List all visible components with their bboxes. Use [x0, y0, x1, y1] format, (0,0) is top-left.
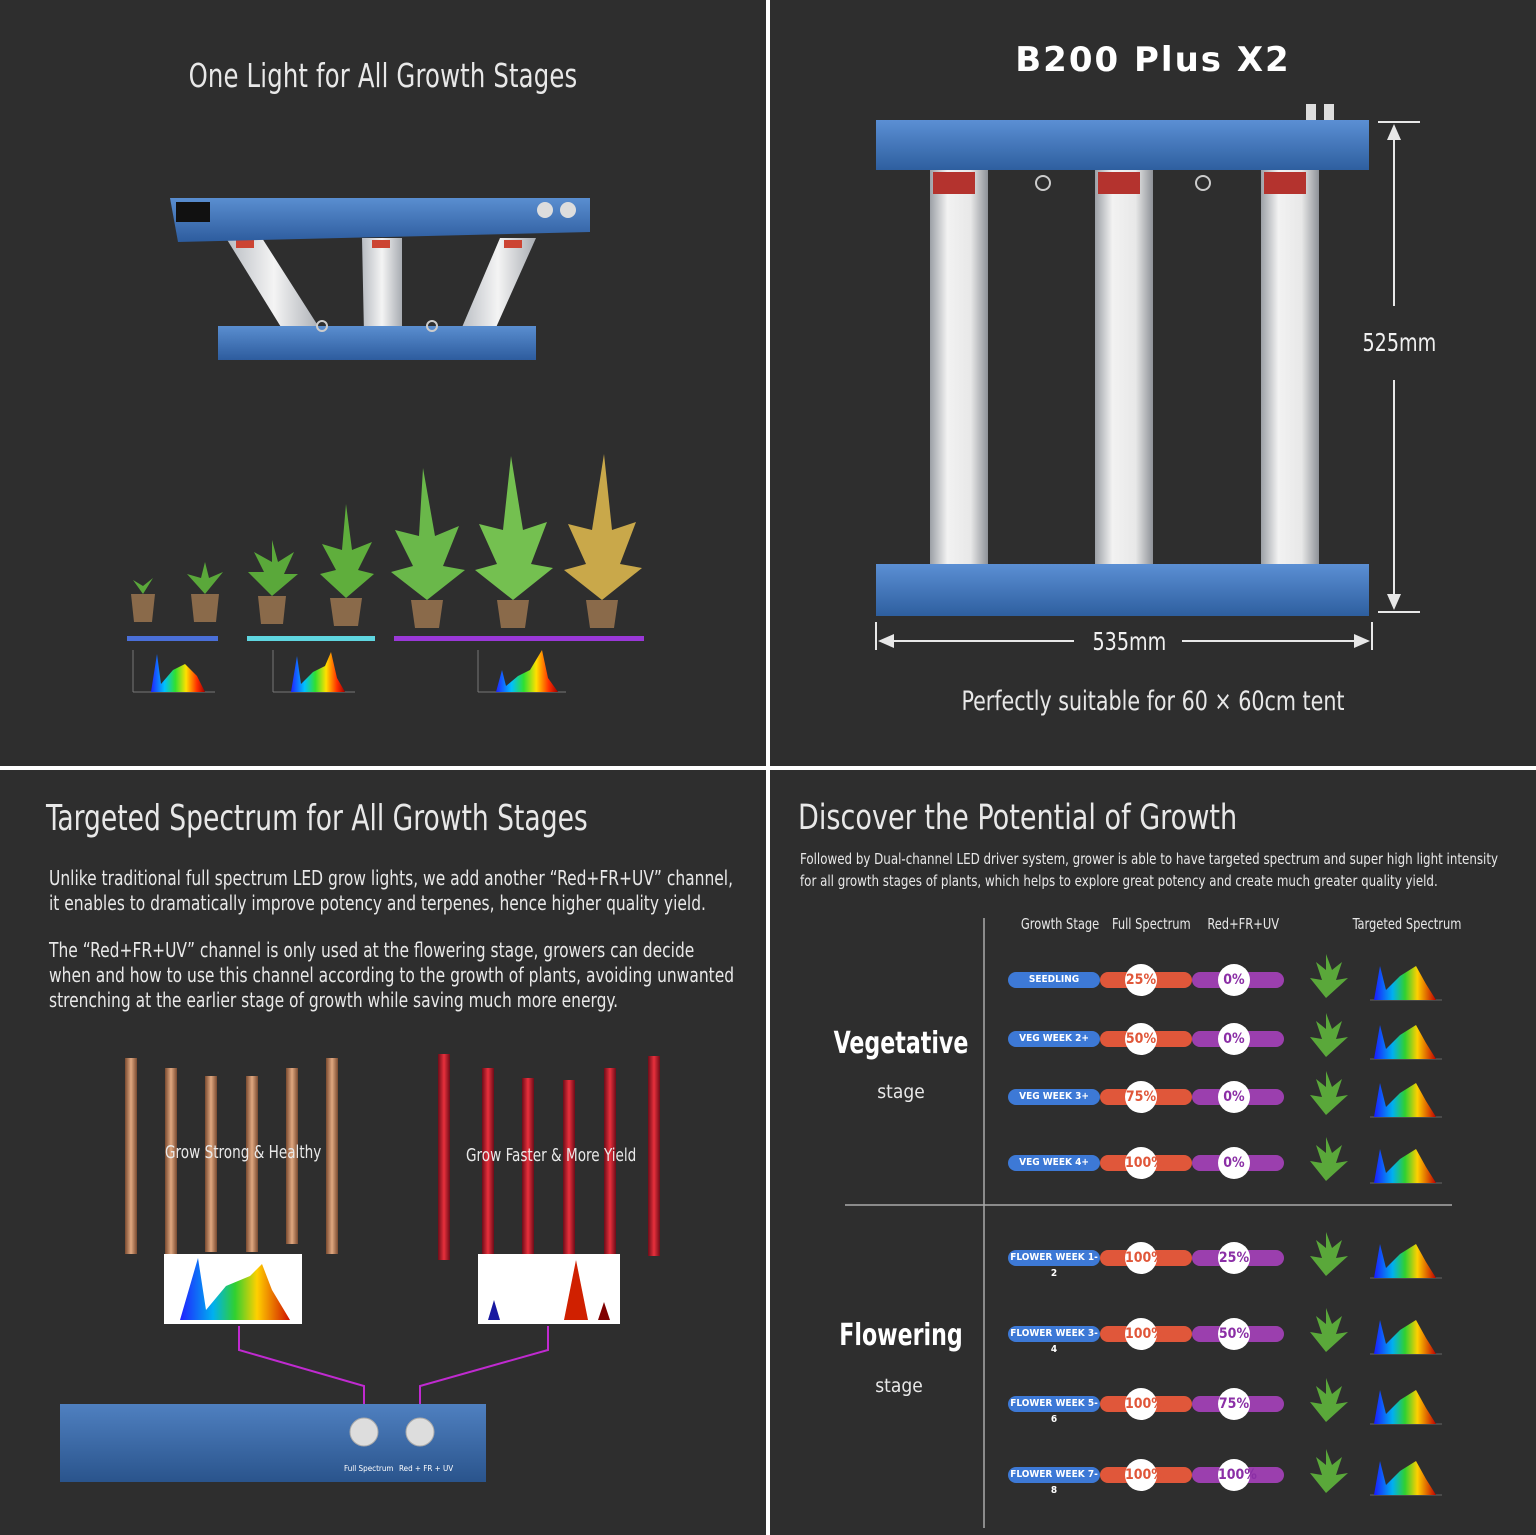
stage-pill: FLOWER WEEK 1-2 — [1008, 1250, 1100, 1279]
red-spectrum-light-bars — [438, 1054, 660, 1264]
label-grow-faster: Grow Faster & More Yield — [466, 1145, 637, 1166]
red-fr-uv-value: 25% — [1218, 1242, 1250, 1274]
panel4-intro-line1: Followed by Dual-channel LED driver syst… — [800, 850, 1499, 868]
plant-stages — [131, 454, 642, 628]
panel1-illustration — [127, 198, 644, 693]
header-red-fr-uv: Red+FR+UV — [1207, 915, 1280, 933]
knob-full-spectrum: Full Spectrum — [344, 1464, 394, 1473]
vegetative-stage-title: Vegetative — [833, 1026, 969, 1061]
knob-red-fr-uv: Red + FR + UV — [399, 1464, 454, 1473]
full-spectrum-chart — [164, 1254, 302, 1324]
panel3-paragraph1-line1: Unlike traditional full spectrum LED gro… — [49, 866, 733, 890]
full-spectrum-value: 100% — [1125, 1459, 1164, 1491]
dual-channel-driver — [60, 1404, 486, 1482]
panel3-paragraph2-line1: The “Red+FR+UV” channel is only used at … — [49, 938, 695, 962]
red-fr-uv-value: 0% — [1218, 964, 1250, 996]
panel3-title: Targeted Spectrum for All Growth Stages — [46, 798, 588, 839]
stage-pill: SEEDLING — [1008, 972, 1100, 988]
flowering-stage-sub: stage — [875, 1375, 923, 1397]
fixture-front-view — [875, 104, 1420, 650]
stage-bar-seedling — [127, 636, 218, 641]
full-spectrum-value: 50% — [1125, 1023, 1157, 1055]
stage-pill: VEG WEEK 2+ — [1008, 1031, 1100, 1047]
full-spectrum-value: 25% — [1125, 964, 1157, 996]
red-fr-uv-value: 0% — [1218, 1023, 1250, 1055]
red-fr-uv-value: 50% — [1218, 1318, 1250, 1350]
panel-targeted-spectrum: Targeted Spectrum for All Growth Stages … — [0, 770, 766, 1535]
panel3-paragraph2-line2: when and how to use this channel accordi… — [49, 963, 735, 987]
panel4-intro-line2: for all growth stages of plants, which h… — [800, 872, 1438, 890]
mini-spectrum-charts — [132, 650, 566, 693]
channel-connector-lines — [238, 1326, 549, 1410]
panel4-table-lines — [845, 918, 1452, 1528]
header-targeted-spectrum: Targeted Spectrum — [1352, 915, 1462, 933]
full-spectrum-value: 100% — [1125, 1318, 1164, 1350]
stage-pill: VEG WEEK 4+ — [1008, 1155, 1100, 1171]
header-full-spectrum: Full Spectrum — [1111, 915, 1191, 933]
panel3-illustration — [60, 1054, 660, 1482]
panel3-paragraph1-line2: it enables to dramatically improve poten… — [49, 891, 706, 915]
full-spectrum-value: 100% — [1125, 1388, 1164, 1420]
stage-bar-vegetative — [247, 636, 375, 641]
red-fr-uv-value: 0% — [1218, 1147, 1250, 1179]
full-spectrum-light-bars — [125, 1058, 338, 1264]
height-dimension-label: 525mm — [1362, 328, 1437, 357]
red-fr-uv-value: 100% — [1218, 1459, 1257, 1491]
panel-dimensions: B200 Plus X2 — [770, 0, 1536, 766]
product-model-title: B200 Plus X2 — [1015, 40, 1291, 80]
panel-growth-potential: Discover the Potential of Growth Followe… — [770, 770, 1536, 1535]
red-spectrum-chart — [478, 1254, 620, 1324]
vegetative-stage-sub: stage — [877, 1081, 925, 1103]
stage-bar-flowering — [394, 636, 644, 641]
tent-size-caption: Perfectly suitable for 60 × 60cm tent — [961, 686, 1345, 717]
red-fr-uv-value: 0% — [1218, 1081, 1250, 1113]
stage-pill: FLOWER WEEK 7-8 — [1008, 1467, 1100, 1496]
full-spectrum-value: 75% — [1125, 1081, 1157, 1113]
header-growth-stage: Growth Stage — [1020, 915, 1100, 933]
full-spectrum-value: 100% — [1125, 1242, 1164, 1274]
panel4-title: Discover the Potential of Growth — [798, 798, 1238, 838]
stage-pill: VEG WEEK 3+ — [1008, 1089, 1100, 1105]
label-grow-strong: Grow Strong & Healthy — [165, 1142, 322, 1163]
panel3-paragraph2-line3: strenching at the earlier stage of growt… — [49, 988, 619, 1012]
red-fr-uv-value: 75% — [1218, 1388, 1250, 1420]
grow-light-perspective — [170, 198, 590, 360]
full-spectrum-value: 100% — [1125, 1147, 1164, 1179]
stage-pill: FLOWER WEEK 3-4 — [1008, 1326, 1100, 1355]
stage-pill: FLOWER WEEK 5-6 — [1008, 1396, 1100, 1425]
dimension-lines — [875, 121, 1420, 650]
panel1-title: One Light for All Growth Stages — [188, 56, 578, 95]
flowering-stage-title: Flowering — [839, 1318, 963, 1353]
width-dimension-label: 535mm — [1092, 627, 1167, 656]
panel-growth-stages: One Light for All Growth Stages — [0, 0, 766, 766]
